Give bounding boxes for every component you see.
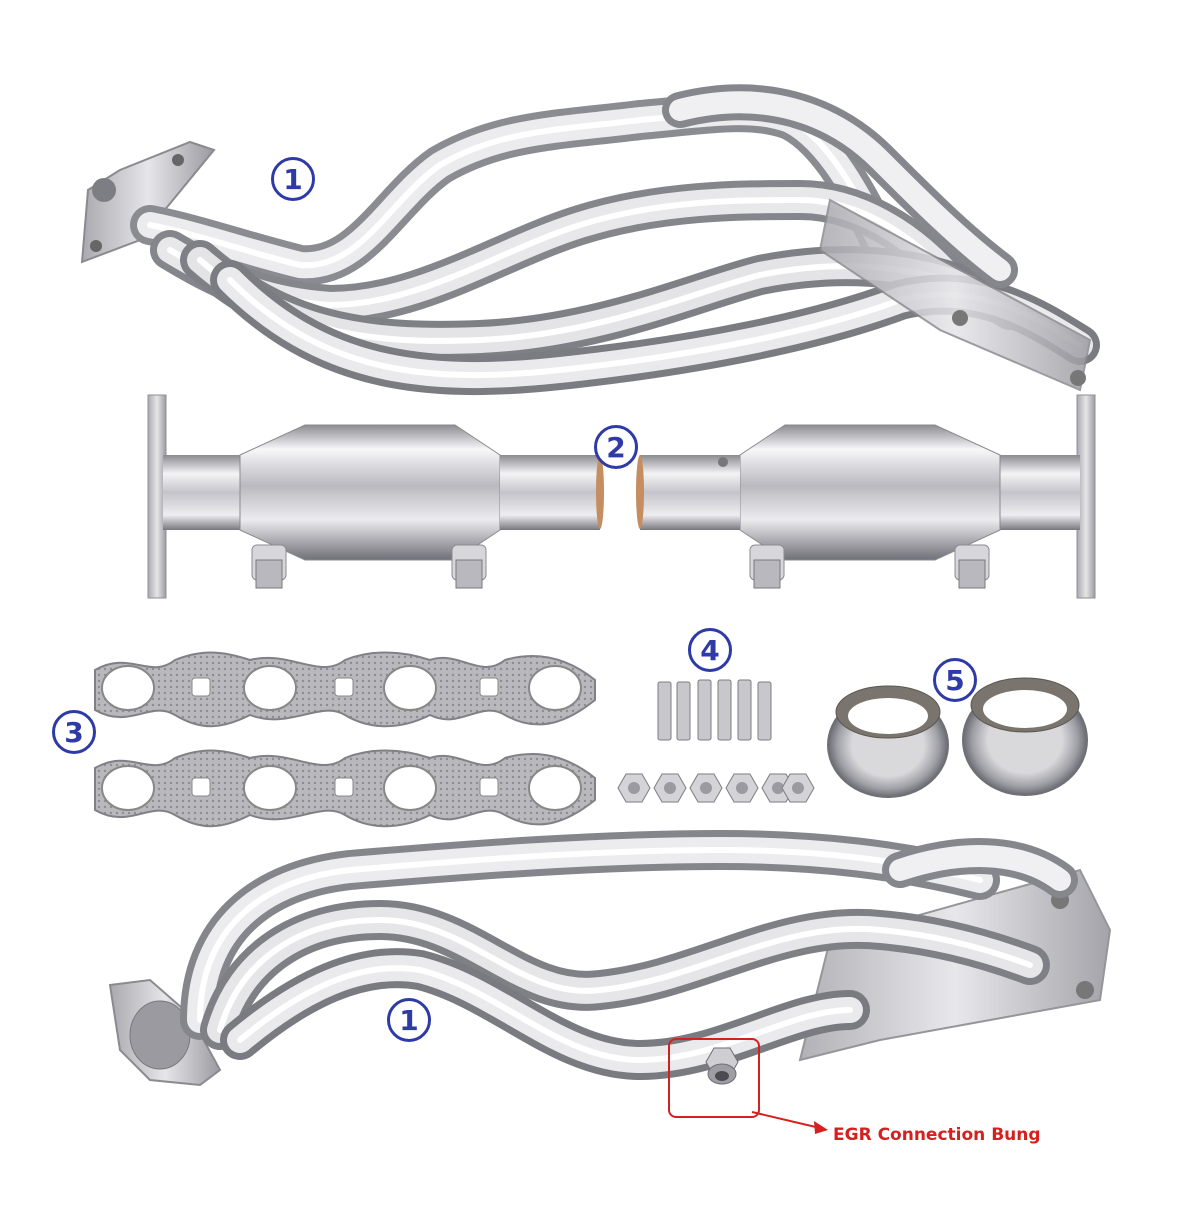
egr-callout-box bbox=[668, 1038, 760, 1118]
egr-callout-label: EGR Connection Bung bbox=[833, 1125, 1041, 1145]
part-number-badge-1-top: 1 bbox=[271, 157, 315, 201]
part-number-badge-3: 3 bbox=[52, 710, 96, 754]
header-top-pipes bbox=[130, 84, 1100, 396]
o2-sensor-bung bbox=[451, 544, 487, 589]
header-bottom bbox=[108, 829, 1112, 1087]
callout-arrow bbox=[751, 1111, 828, 1134]
header-bottom-pipes bbox=[180, 829, 1078, 1081]
header-top bbox=[80, 84, 1100, 396]
o2-sensor-bung bbox=[749, 544, 785, 589]
donut-gaskets bbox=[827, 677, 1088, 798]
part-number-badge-1-bottom: 1 bbox=[387, 998, 431, 1042]
part-number-badge-2: 2 bbox=[594, 425, 638, 469]
header-gasket bbox=[94, 651, 596, 728]
o2-sensor-bung bbox=[954, 544, 990, 589]
cat-converter-left bbox=[147, 394, 604, 599]
studs bbox=[657, 679, 772, 741]
egr-bung bbox=[705, 1047, 739, 1085]
part-number-badge-5: 5 bbox=[933, 658, 977, 702]
part-number-badge-4: 4 bbox=[688, 628, 732, 672]
o2-sensor-bung bbox=[251, 544, 287, 589]
header-gasket bbox=[94, 749, 596, 828]
nuts bbox=[617, 773, 815, 803]
cat-converter-right bbox=[636, 394, 1096, 599]
